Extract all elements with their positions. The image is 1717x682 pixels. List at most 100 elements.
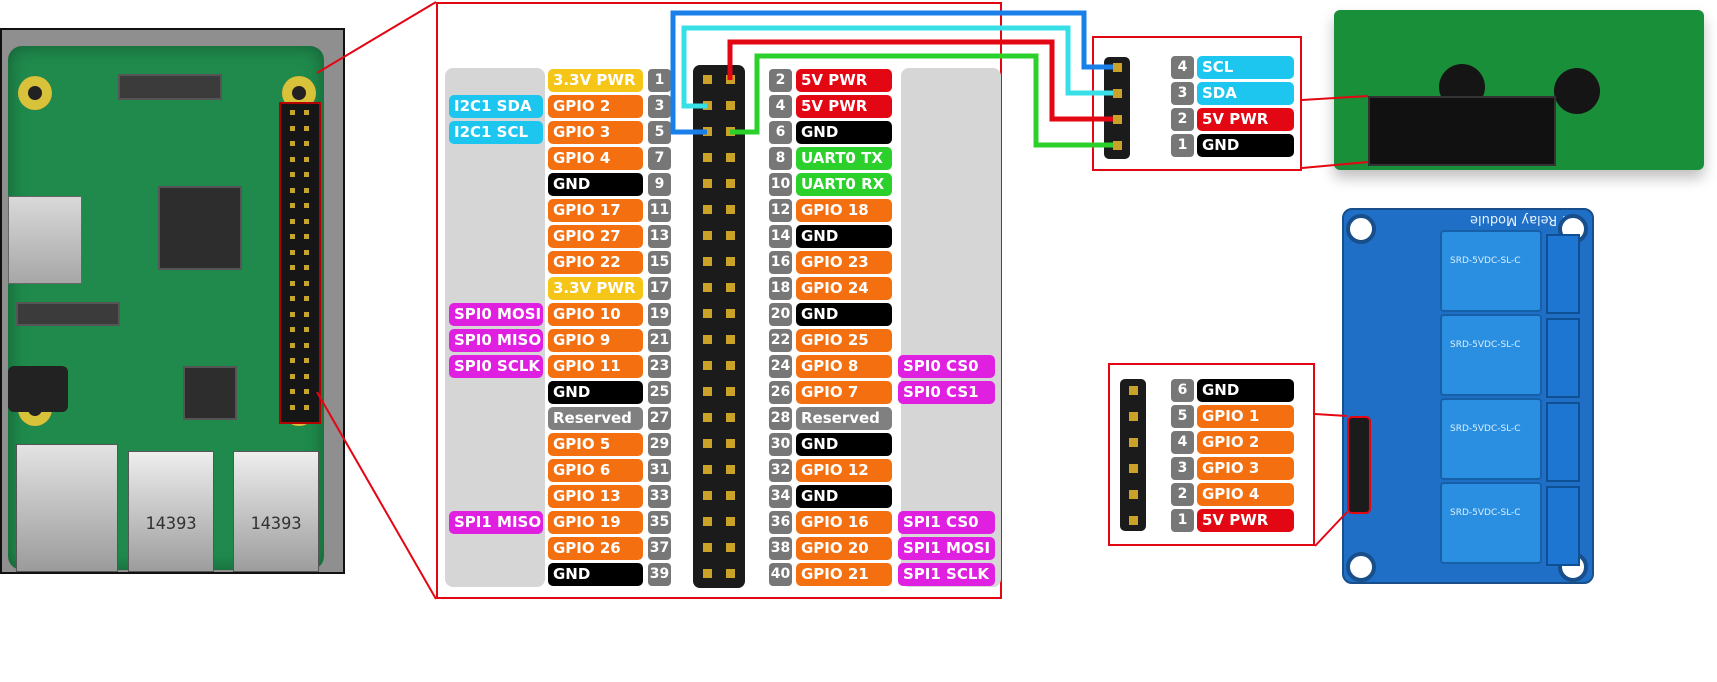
header-pin [1113, 63, 1122, 72]
pin-number: 5 [648, 121, 671, 144]
pin-label: GPIO 5 [548, 433, 643, 456]
pin-label: 5V PWR [796, 69, 892, 92]
pin-label: GPIO 21 [796, 563, 892, 586]
soc-chip [158, 186, 242, 270]
pin-number: 3 [1171, 457, 1194, 480]
pin-number: 2 [1171, 483, 1194, 506]
header-pin [304, 234, 309, 239]
pin-number: 29 [648, 433, 671, 456]
pin-number: 20 [769, 303, 792, 326]
header-pin [304, 311, 309, 317]
header-pin [726, 361, 735, 370]
pin-label: 3.3V PWR [548, 277, 643, 300]
camera-connector [16, 302, 120, 326]
header-pin [703, 543, 712, 552]
pin-number: 6 [1171, 379, 1194, 402]
function-column-left [445, 68, 545, 587]
header-pin [1113, 115, 1122, 124]
pin-number: 14 [769, 225, 792, 248]
header-pin [703, 101, 712, 110]
pin-number: 1 [1171, 509, 1194, 532]
pin-function-label: SPI1 SCLK [898, 563, 995, 586]
header-pin [290, 234, 295, 239]
gpio-pinout-panel [436, 2, 1002, 599]
pin-label: GPIO 11 [548, 355, 643, 378]
pin-number: 15 [648, 251, 671, 274]
pin-label: GPIO 23 [796, 251, 892, 274]
header-pin [703, 283, 712, 292]
pin-number: 35 [648, 511, 671, 534]
pin-number: 13 [648, 225, 671, 248]
pin-number: 30 [769, 433, 792, 456]
relay-model: SRD-5VDC-SL-C [1450, 340, 1521, 350]
header-pin [726, 127, 735, 136]
usb-port: 14393 [233, 451, 319, 572]
pin-label: GPIO 13 [548, 485, 643, 508]
pin-number: 40 [769, 563, 792, 586]
screw-terminal [1546, 486, 1580, 566]
pin-number: 31 [648, 459, 671, 482]
pin-label: GND [796, 433, 892, 456]
header-pin [703, 439, 712, 448]
pin-label: GPIO 6 [548, 459, 643, 482]
pin-label: GND [796, 485, 892, 508]
pin-label: 5V PWR [796, 95, 892, 118]
pin-function-label: I2C1 SDA [449, 95, 543, 118]
pin-label: GPIO 9 [548, 329, 643, 352]
display-connector [118, 74, 222, 100]
relay-pin-callout [1108, 363, 1315, 546]
pin-number: 12 [769, 199, 792, 222]
header-pin [290, 358, 295, 363]
header-pin [726, 101, 735, 110]
header-pin [1129, 438, 1138, 447]
relay-module-title: 4 Relay Module [1470, 212, 1570, 227]
header-pin [290, 125, 295, 131]
header-pin [726, 335, 735, 344]
screw-terminal [1546, 318, 1580, 398]
header-pin [304, 296, 309, 301]
relay-header-pins [1120, 379, 1146, 531]
pin-function-label: SPI0 CS1 [898, 381, 995, 404]
mounting-hole [1346, 552, 1376, 582]
audio-jack [8, 366, 68, 412]
header-pin [726, 569, 735, 578]
header-pin [726, 491, 735, 500]
header-pin [703, 179, 712, 188]
header-pin [726, 257, 735, 266]
pin-function-label: I2C1 SCL [449, 121, 543, 144]
pin-function-label: SPI0 MISO [449, 329, 543, 352]
pin-number: 39 [648, 563, 671, 586]
i2c-backpack [1368, 96, 1556, 166]
header-pin [726, 205, 735, 214]
header-pin [304, 327, 309, 332]
pin-label: GPIO 12 [796, 459, 892, 482]
relay: SRD-5VDC-SL-C [1440, 482, 1542, 564]
header-pin [290, 327, 295, 332]
pin-number: 7 [648, 147, 671, 170]
pin-label: GND [796, 303, 892, 326]
header-pin [304, 265, 309, 270]
lcd-potentiometer [1554, 68, 1600, 114]
header-pin [703, 491, 712, 500]
pin-label: GPIO 3 [1197, 457, 1294, 480]
pin-label: GPIO 1 [1197, 405, 1294, 428]
pin-label: GND [548, 173, 643, 196]
pin-number: 37 [648, 537, 671, 560]
header-pin [726, 387, 735, 396]
header-pin [703, 127, 712, 136]
pin-label: GPIO 19 [548, 511, 643, 534]
header-pin [290, 187, 295, 193]
pin-label: GPIO 8 [796, 355, 892, 378]
header-pin [290, 110, 295, 115]
header-pin [703, 309, 712, 318]
ethernet-port [16, 444, 118, 572]
header-pin [304, 249, 309, 255]
pin-label: UART0 RX [796, 173, 892, 196]
header-pin [1129, 490, 1138, 499]
header-pin [304, 203, 309, 208]
header-pin [726, 413, 735, 422]
pin-number: 38 [769, 537, 792, 560]
usb-port-label: 14393 [145, 514, 197, 534]
pin-number: 5 [1171, 405, 1194, 428]
